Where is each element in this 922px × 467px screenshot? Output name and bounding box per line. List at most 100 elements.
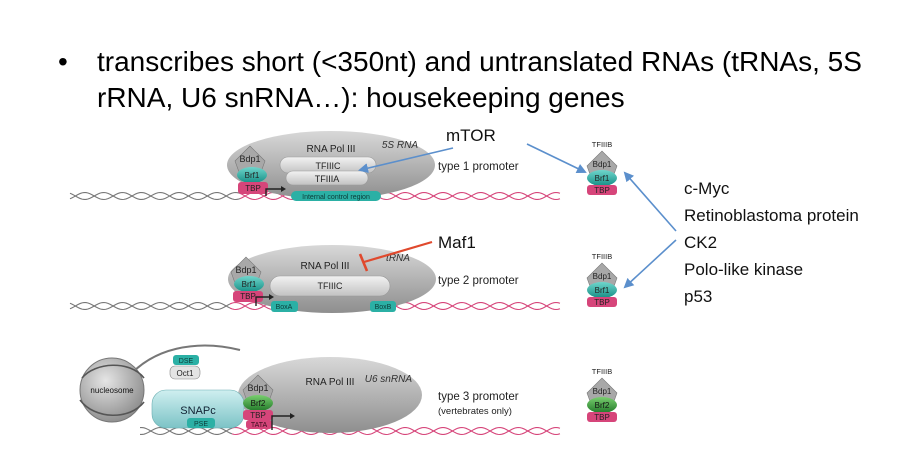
dna-strand-1-b bbox=[69, 191, 241, 201]
tss-arrow-icon-2 bbox=[255, 296, 269, 306]
maf1-inhibition-bar-icon bbox=[358, 253, 369, 272]
dna-strand-3-red-b bbox=[231, 426, 561, 436]
dse-box bbox=[173, 355, 199, 365]
pse-box bbox=[187, 418, 215, 428]
tbp-label-2: TBP bbox=[240, 292, 256, 301]
tss-arrowhead-icon-2 bbox=[269, 294, 274, 300]
brf2-label: Brf2 bbox=[251, 399, 266, 408]
dna-strand-3-b bbox=[139, 426, 233, 436]
oct1-label: Oct1 bbox=[177, 369, 194, 378]
tbp-shape bbox=[238, 182, 268, 194]
dna-strand-1-a bbox=[69, 191, 241, 201]
tfiiib-tbp-label-3: TBP bbox=[594, 413, 610, 422]
tfiiib-brf-shape-3 bbox=[587, 397, 617, 413]
brf1-shape bbox=[237, 167, 267, 183]
tfiiib-bdp1-label-3: Bdp1 bbox=[593, 387, 612, 396]
bdp1-label: Bdp1 bbox=[239, 154, 260, 164]
type3-promoter-note: (vertebrates only) bbox=[438, 406, 512, 417]
rna-pol-iii-shape-3 bbox=[238, 357, 422, 433]
internal-control-region-label: Internal control region bbox=[302, 194, 370, 201]
rna-pol-iii-label-3: RNA Pol III bbox=[306, 377, 355, 388]
tss-arrow-icon-3 bbox=[271, 415, 290, 430]
regulator-polo-like-kinase: Polo-like kinase bbox=[684, 260, 803, 279]
tfiiib-bdp1-label-1: Bdp1 bbox=[593, 160, 612, 169]
tfiiib-brf-label-3: Brf2 bbox=[595, 401, 610, 410]
mtor-label: mTOR bbox=[446, 126, 496, 145]
rna-pol-iii-label-2: RNA Pol III bbox=[301, 261, 350, 272]
gene-label-5s-rna: 5S RNA bbox=[382, 140, 418, 151]
snapc-label: SNAPc bbox=[180, 405, 216, 417]
tfiiia-label: TFIIIA bbox=[315, 174, 340, 184]
dse-label: DSE bbox=[179, 358, 194, 365]
nucleosome-shape bbox=[79, 357, 145, 423]
mtor-to-tfiiic-arrow-icon bbox=[358, 147, 454, 174]
tfiiib-tbp-shape-3 bbox=[587, 412, 617, 422]
bdp1-shape bbox=[234, 145, 266, 173]
gene-label-u6-snrna: U6 snRNA bbox=[365, 374, 413, 385]
row2-promoter: RNA Pol III tRNA TFIIIC Bdp1 Brf1 TBP Bo… bbox=[228, 245, 519, 313]
tfiiia-shape bbox=[285, 170, 369, 186]
tfiiib-brf-label-2: Brf1 bbox=[595, 286, 610, 295]
box-a-label: BoxA bbox=[276, 304, 293, 311]
dna-strand-2-a bbox=[69, 301, 231, 311]
bdp1-label-2: Bdp1 bbox=[235, 265, 256, 275]
regulators-to-tfiiib-2-arrow-icon bbox=[623, 239, 677, 289]
tfiiic-shape-2 bbox=[269, 275, 391, 297]
tfiiib-title-1: TFIIIB bbox=[592, 140, 612, 149]
tfiiib-brf-shape-1 bbox=[587, 170, 617, 186]
type1-promoter-label: type 1 promoter bbox=[438, 161, 519, 173]
tfiiib-complex-3: TFIIIB Bdp1 Brf2 TBP bbox=[586, 367, 618, 422]
oct1-shape bbox=[169, 365, 201, 380]
tata-box bbox=[246, 420, 272, 429]
regulators-to-tfiiib-1-arrow-icon bbox=[623, 171, 677, 232]
tfiiib-bdp1-label-2: Bdp1 bbox=[593, 272, 612, 281]
tfiiib-tbp-shape-2 bbox=[587, 297, 617, 307]
regulator-p53: p53 bbox=[684, 287, 712, 306]
gene-label-trna: tRNA bbox=[386, 253, 410, 264]
brf2-shape bbox=[243, 395, 273, 411]
maf1-inhibition-line-icon bbox=[363, 240, 433, 264]
bullet-text: transcribes short (<350nt) and untransla… bbox=[97, 46, 862, 113]
regulator-ck2: CK2 bbox=[684, 233, 717, 252]
bullet-point-icon: • bbox=[58, 46, 68, 77]
brf1-shape-2 bbox=[234, 276, 264, 292]
box-b-label: BoxB bbox=[375, 304, 392, 311]
tbp-label: TBP bbox=[245, 184, 261, 193]
tbp-label-3: TBP bbox=[250, 411, 266, 420]
type3-promoter-label: type 3 promoter bbox=[438, 391, 519, 403]
tfiiib-complex-1: TFIIIB Bdp1 Brf1 TBP bbox=[586, 140, 618, 195]
box-b bbox=[370, 301, 396, 312]
tfiiib-title-2: TFIIIB bbox=[592, 252, 612, 261]
tfiiib-tbp-label-1: TBP bbox=[594, 186, 610, 195]
nucleosome-wrap bbox=[79, 364, 145, 417]
regulator-retinoblastoma: Retinoblastoma protein bbox=[684, 206, 859, 225]
tata-label: TATA bbox=[251, 422, 268, 429]
tfiiib-brf-label-1: Brf1 bbox=[595, 174, 610, 183]
tfiiib-tbp-label-2: TBP bbox=[594, 298, 610, 307]
tss-arrow-icon bbox=[265, 188, 281, 196]
tfiiib-title-3: TFIIIB bbox=[592, 367, 612, 376]
maf1-label: Maf1 bbox=[438, 233, 476, 252]
row1-promoter: RNA Pol III 5S RNA TFIIIC TFIIIA Bdp1 Br… bbox=[227, 131, 519, 201]
internal-control-region bbox=[291, 191, 381, 201]
tfiiic-label-2: TFIIIC bbox=[318, 281, 343, 291]
type2-promoter-label: type 2 promoter bbox=[438, 275, 519, 287]
tbp-shape-3 bbox=[243, 410, 273, 420]
tss-arrowhead-icon bbox=[281, 186, 286, 192]
tfiiib-brf-shape-2 bbox=[587, 282, 617, 298]
dna-strand-2-b bbox=[69, 301, 231, 311]
tss-arrowhead-icon-3 bbox=[290, 413, 295, 419]
bdp1-label-3: Bdp1 bbox=[247, 383, 268, 393]
tfiiib-tbp-shape-1 bbox=[587, 185, 617, 195]
rna-pol-iii-label: RNA Pol III bbox=[307, 144, 356, 155]
mtor-to-tfiiib-arrow-icon bbox=[526, 143, 587, 174]
row3-promoter: nucleosome RNA Pol III U6 snRNA SNAPc Oc… bbox=[79, 344, 519, 433]
brf1-label-2: Brf1 bbox=[242, 280, 257, 289]
brf1-label: Brf1 bbox=[245, 171, 260, 180]
dna-strand-3-a bbox=[139, 426, 233, 436]
pse-label: PSE bbox=[194, 421, 208, 428]
nucleosome-label: nucleosome bbox=[90, 386, 134, 395]
box-a bbox=[271, 301, 298, 312]
